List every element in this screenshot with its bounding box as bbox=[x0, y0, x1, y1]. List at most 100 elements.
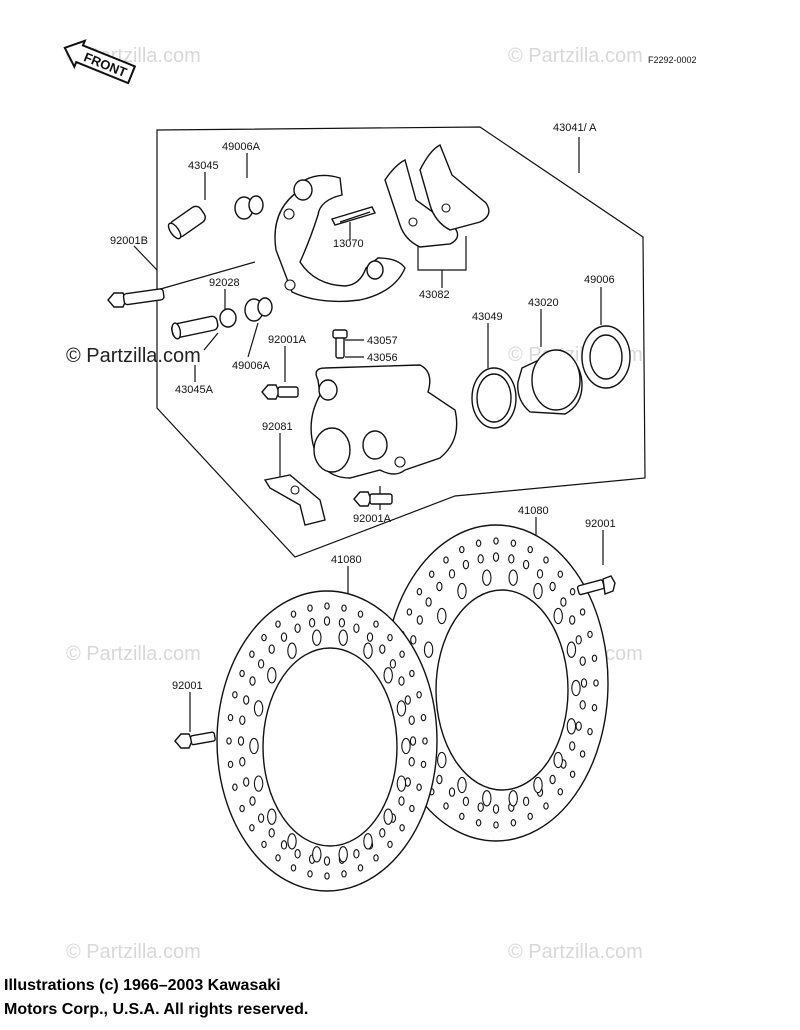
disc-hole bbox=[416, 615, 423, 625]
disc-hole bbox=[508, 554, 515, 564]
copyright-line-2: Motors Corp., U.S.A. All rights reserved… bbox=[4, 1001, 309, 1018]
disc-hole bbox=[323, 856, 331, 866]
disc-hole bbox=[253, 775, 264, 792]
copyright-line-1: Illustrations (c) 1966–2003 Kawasaki bbox=[4, 977, 281, 994]
copyright-notice: Illustrations (c) 1966–2003 Kawasaki Mot… bbox=[4, 974, 604, 1022]
disc-hole bbox=[459, 812, 465, 821]
boot-49006a-lower bbox=[244, 297, 273, 322]
disc-hole bbox=[408, 715, 415, 725]
disc-hole bbox=[482, 790, 492, 807]
disc-hole bbox=[571, 679, 581, 697]
disc-hole bbox=[312, 846, 322, 863]
disc-hole bbox=[261, 633, 267, 642]
disc-hole bbox=[275, 854, 281, 862]
disc-hole bbox=[416, 783, 422, 791]
disc-hole bbox=[406, 608, 413, 616]
disc-hole bbox=[579, 700, 586, 710]
disc-hole bbox=[459, 545, 465, 554]
watermark-text: © Partzilla.com bbox=[66, 643, 201, 665]
part-label: 41080 bbox=[518, 505, 549, 517]
disc-hole bbox=[249, 650, 255, 658]
disc-hole bbox=[408, 757, 415, 767]
disc-hole bbox=[268, 828, 275, 838]
disc-hole bbox=[287, 642, 297, 659]
disc-hole bbox=[533, 776, 543, 794]
disc-hole bbox=[420, 713, 427, 722]
disc-hole bbox=[587, 630, 593, 639]
disc-hole bbox=[536, 569, 544, 579]
part-label: 49006A bbox=[232, 360, 271, 372]
disc-hole bbox=[226, 737, 232, 745]
disc-hole bbox=[416, 588, 423, 596]
disc-hole bbox=[243, 777, 250, 787]
disc-hole bbox=[492, 804, 500, 814]
disc-hole bbox=[580, 678, 588, 688]
disc-hole bbox=[227, 760, 234, 769]
brake-pads-43082 bbox=[384, 144, 490, 248]
disc-hole bbox=[308, 618, 316, 628]
part-label: 43045A bbox=[175, 384, 214, 396]
disc-hole bbox=[566, 718, 577, 735]
disc-hole bbox=[522, 796, 530, 807]
part-label: 13070 bbox=[333, 238, 364, 250]
disc-hole bbox=[373, 620, 379, 628]
disc-hole bbox=[569, 588, 576, 596]
part-label: 43041/ A bbox=[553, 122, 597, 134]
disc-hole bbox=[404, 695, 411, 705]
bleeder-valve-43057 bbox=[332, 329, 348, 359]
disc-hole bbox=[409, 669, 415, 678]
disc-hole bbox=[579, 608, 586, 616]
part-label: 92001 bbox=[172, 680, 203, 692]
figure-code: F2292-0002 bbox=[648, 55, 697, 65]
disc-hole bbox=[396, 775, 407, 792]
disc-hole bbox=[593, 679, 599, 687]
plate-92081 bbox=[263, 474, 326, 526]
disc-hole bbox=[353, 623, 360, 633]
disc-hole bbox=[437, 751, 447, 769]
disc-hole bbox=[398, 676, 405, 686]
disc-hole bbox=[401, 737, 411, 755]
disc-hole bbox=[591, 654, 598, 662]
disc-hole bbox=[409, 804, 415, 813]
disc-hole bbox=[353, 849, 360, 859]
disc-hole bbox=[457, 582, 467, 600]
disc-hole bbox=[338, 846, 348, 863]
disc-hole bbox=[425, 597, 432, 607]
disc-hole bbox=[294, 849, 301, 859]
disc-hole bbox=[591, 704, 598, 712]
disc-hole bbox=[443, 802, 449, 810]
disc-hole bbox=[508, 790, 518, 807]
disc-hole bbox=[420, 760, 427, 769]
disc-hole bbox=[387, 840, 393, 849]
disc-hole bbox=[239, 804, 245, 813]
disc-hole bbox=[341, 870, 347, 878]
pin-43045a bbox=[171, 315, 219, 340]
front-arrow-badge: FRONT bbox=[63, 39, 137, 85]
disc-hole bbox=[477, 802, 484, 812]
part-label: 43056 bbox=[367, 352, 398, 364]
disc-hole bbox=[448, 569, 456, 579]
watermark-dark: © Partzilla.com bbox=[66, 345, 201, 367]
disc-hole bbox=[232, 783, 238, 791]
part-label: 92001A bbox=[268, 334, 307, 346]
disc-hole bbox=[522, 559, 530, 570]
disc-hole bbox=[389, 659, 397, 669]
disc-hole bbox=[579, 656, 586, 666]
disc-hole bbox=[510, 539, 517, 547]
bolt-92001a-upper bbox=[261, 384, 299, 400]
part-label: 43057 bbox=[367, 335, 398, 347]
disc-hole bbox=[323, 616, 331, 626]
caliper-body bbox=[310, 364, 458, 479]
seal-43049 bbox=[471, 367, 517, 429]
disc-hole bbox=[237, 736, 245, 746]
disc-hole bbox=[462, 796, 470, 807]
disc-hole bbox=[379, 644, 386, 654]
disc-hole bbox=[422, 737, 428, 745]
disc-hole bbox=[396, 700, 407, 717]
disc-hole bbox=[249, 796, 256, 806]
disc-hole bbox=[527, 812, 533, 821]
disc-hole bbox=[575, 635, 582, 645]
disc-hole bbox=[280, 840, 288, 850]
disc-hole bbox=[387, 633, 393, 642]
bolt-92001b bbox=[107, 288, 165, 308]
